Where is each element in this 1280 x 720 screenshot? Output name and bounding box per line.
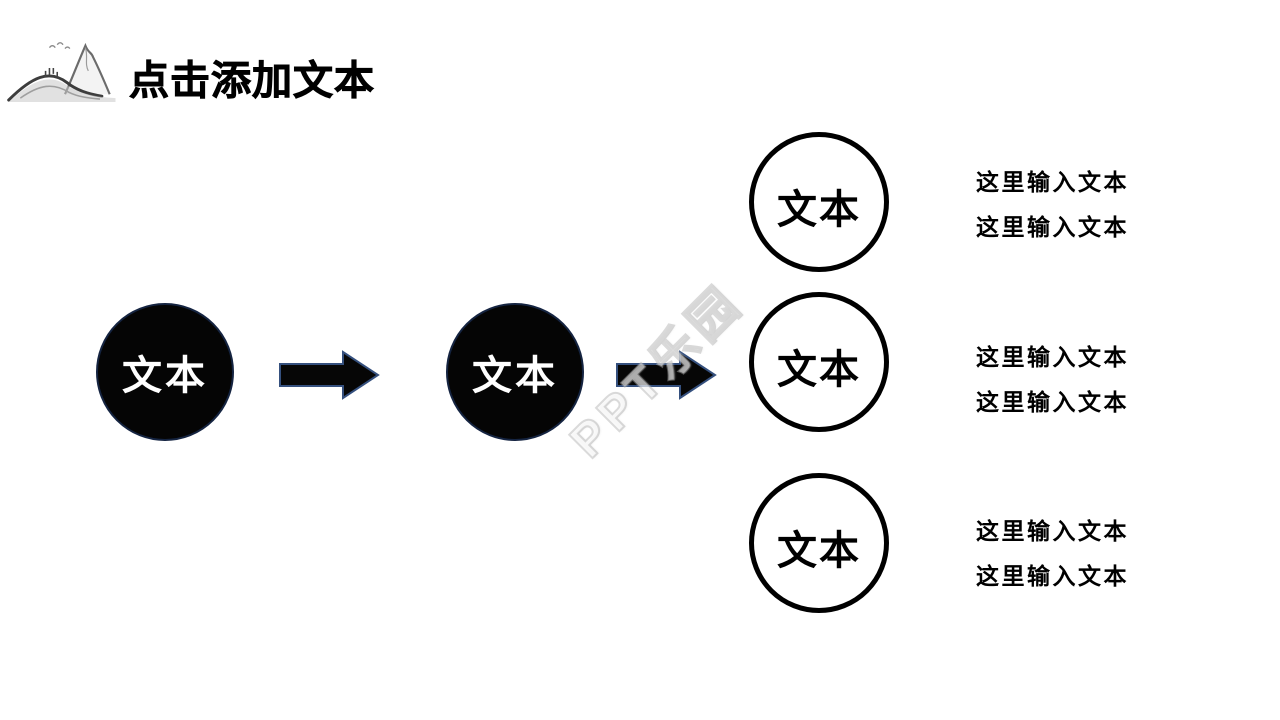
branch-circle-2[interactable]: 文本: [749, 292, 889, 432]
branch-text-line: 这里输入文本: [976, 214, 1129, 240]
branch-text-line: 这里输入文本: [976, 389, 1129, 415]
branch-text-line: 这里输入文本: [976, 518, 1129, 544]
flow-node-2[interactable]: 文本: [446, 303, 584, 441]
ink-mountain-logo: [7, 42, 116, 102]
branch-text-1[interactable]: 这里输入文本 这里输入文本: [976, 160, 1129, 250]
hill-ridge: [7, 74, 104, 102]
branch-circle-1-label: 文本: [777, 188, 861, 232]
slide-title[interactable]: 点击添加文本: [129, 59, 375, 104]
arrow-right-icon[interactable]: [616, 349, 718, 401]
flow-node-2-label: 文本: [472, 354, 558, 398]
branch-text-3[interactable]: 这里输入文本 这里输入文本: [976, 509, 1129, 599]
branch-circle-3[interactable]: 文本: [749, 473, 889, 613]
arrow-right-icon[interactable]: [279, 349, 381, 401]
branch-text-2[interactable]: 这里输入文本 这里输入文本: [976, 335, 1129, 425]
branch-circle-3-label: 文本: [777, 529, 861, 573]
branch-circle-1[interactable]: 文本: [749, 132, 889, 272]
branch-text-line: 这里输入文本: [976, 169, 1129, 195]
branch-text-line: 这里输入文本: [976, 344, 1129, 370]
branch-text-line: 这里输入文本: [976, 563, 1129, 589]
trees: [44, 68, 59, 77]
branch-circle-2-label: 文本: [777, 348, 861, 392]
flow-node-1[interactable]: 文本: [96, 303, 234, 441]
flow-node-1-label: 文本: [122, 354, 208, 398]
birds-icon: [48, 42, 71, 50]
